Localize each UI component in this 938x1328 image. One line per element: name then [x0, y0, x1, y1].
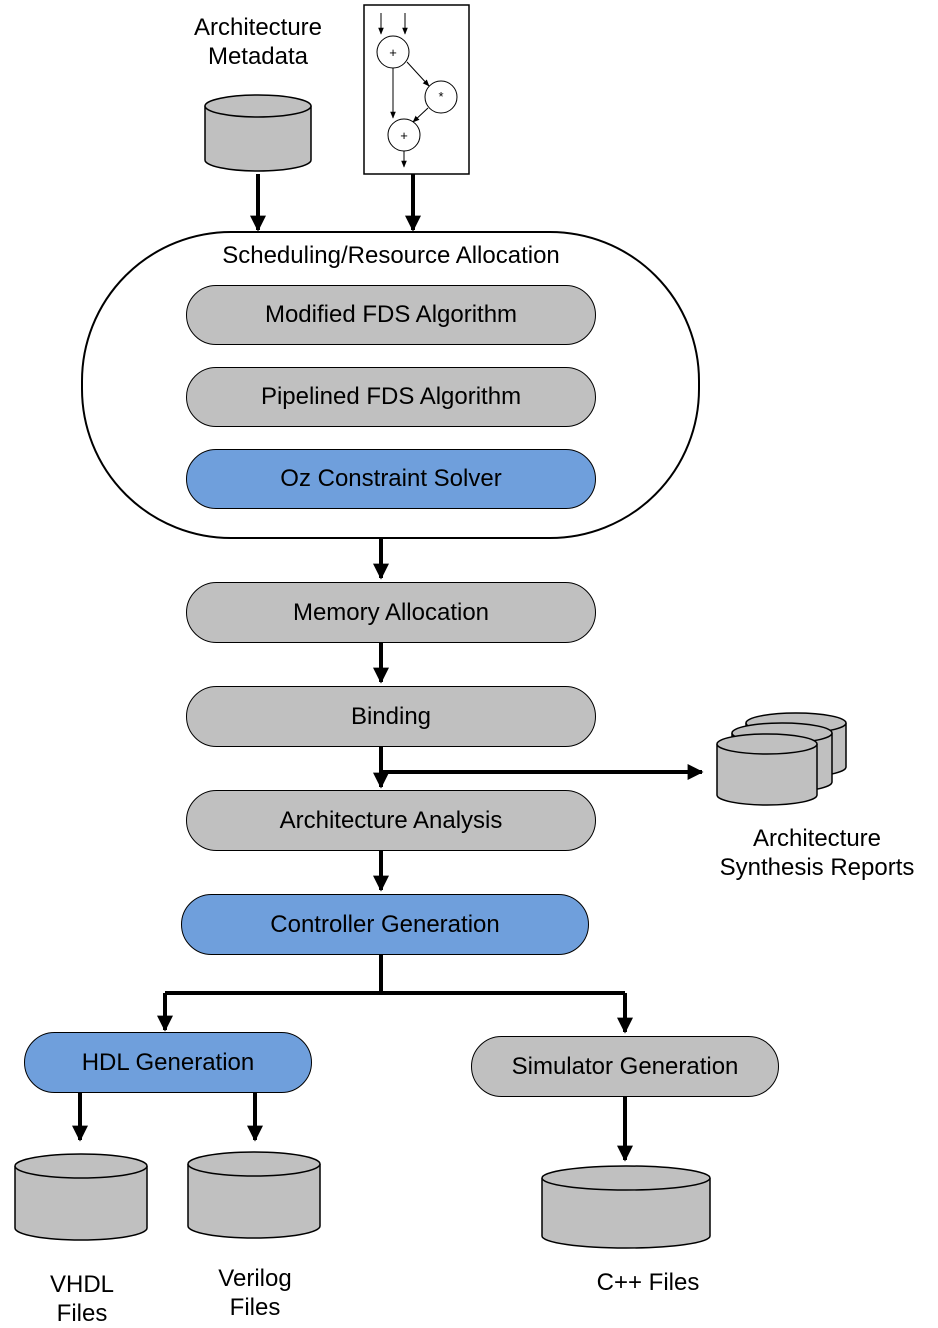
- reports-label-line-1: Architecture: [752, 825, 882, 852]
- controller-generation-stage[interactable]: Controller Generation: [181, 894, 589, 955]
- algo-pipelined-fds[interactable]: Pipelined FDS Algorithm: [186, 367, 596, 427]
- algo-pipelined-fds-label: Pipelined FDS Algorithm: [260, 383, 522, 410]
- cpp-label: C++ Files: [596, 1269, 700, 1296]
- memory-allocation-stage[interactable]: Memory Allocation: [186, 582, 596, 643]
- binding-label: Binding: [350, 702, 432, 730]
- vhdl-database-icon: [14, 1153, 148, 1241]
- dfg-op-add-top: +: [389, 45, 397, 60]
- simulator-generation-stage[interactable]: Simulator Generation: [471, 1036, 779, 1097]
- hdl-generation-stage[interactable]: HDL Generation: [24, 1032, 312, 1093]
- hdl-generation-label: HDL Generation: [81, 1048, 255, 1076]
- algo-modified-fds[interactable]: Modified FDS Algorithm: [186, 285, 596, 345]
- vhdl-label-line-2: Files: [56, 1300, 108, 1327]
- dfg-mul-node: [424, 80, 458, 114]
- architecture-analysis-label: Architecture Analysis: [279, 806, 503, 834]
- cpp-database-icon: [541, 1165, 711, 1249]
- flow-arrows: [72, 538, 704, 1162]
- reports-label-line-2: Synthesis Reports: [719, 854, 915, 881]
- dataflow-graph-box: + * +: [363, 4, 470, 175]
- dfg-op-mul: *: [438, 89, 443, 104]
- dfg-op-add-bottom: +: [400, 128, 408, 143]
- reports-label: Architecture Synthesis Reports: [700, 824, 934, 882]
- verilog-label-line-1: Verilog: [218, 1265, 292, 1292]
- reports-database-stack-icon: [716, 712, 847, 806]
- controller-generation-label: Controller Generation: [270, 910, 500, 938]
- architecture-analysis-stage[interactable]: Architecture Analysis: [186, 790, 596, 851]
- metadata-label-line-1: Architecture: [193, 14, 323, 41]
- binding-stage[interactable]: Binding: [186, 686, 596, 747]
- metadata-database-icon: [204, 94, 312, 172]
- verilog-label: Verilog Files: [190, 1264, 320, 1322]
- metadata-label-line-2: Metadata: [207, 43, 309, 70]
- vhdl-label-line-1: VHDL: [49, 1271, 115, 1298]
- vhdl-label: VHDL Files: [20, 1270, 144, 1328]
- metadata-label: Architecture Metadata: [168, 13, 348, 71]
- scheduling-title: Scheduling/Resource Allocation: [222, 242, 560, 269]
- input-arrows: [250, 174, 421, 232]
- algo-modified-fds-label: Modified FDS Algorithm: [264, 301, 518, 328]
- algo-oz-constraint-solver-label: Oz Constraint Solver: [280, 465, 502, 492]
- simulator-generation-label: Simulator Generation: [511, 1052, 739, 1080]
- algo-oz-constraint-solver[interactable]: Oz Constraint Solver: [186, 449, 596, 509]
- memory-allocation-label: Memory Allocation: [292, 598, 490, 626]
- verilog-database-icon: [187, 1151, 321, 1239]
- verilog-label-line-2: Files: [229, 1294, 281, 1321]
